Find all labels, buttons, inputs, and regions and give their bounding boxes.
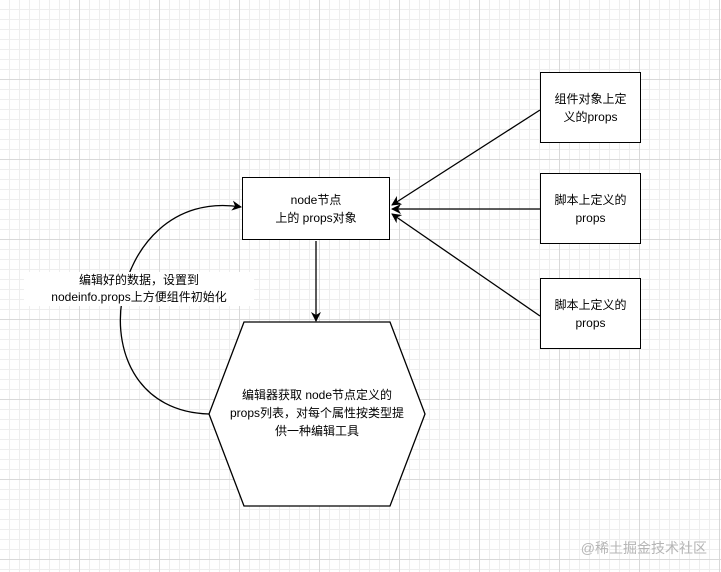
- editor-hexagon-shape: [208, 321, 426, 507]
- script-props-node-2: 脚本上定义的 props: [540, 278, 641, 349]
- loop-edge-label-line2: nodeinfo.props上方便组件初始化: [51, 290, 227, 304]
- component-props-node-line2: 义的props: [563, 109, 618, 124]
- arrow-script2-to-node: [391, 213, 541, 317]
- component-props-node-line1: 组件对象上定: [554, 91, 627, 106]
- loop-edge-label-line1: 编辑好的数据，设置到: [78, 273, 199, 287]
- script-props-node-1: 脚本上定义的 props: [540, 173, 641, 244]
- component-props-node: 组件对象上定 义的props: [540, 72, 641, 143]
- editor-hexagon-label: 编辑器获取 node节点定义的 props列表，对每个属性按类型提 供一种编辑工…: [212, 386, 422, 440]
- arrow-component-to-node: [391, 109, 541, 206]
- editor-hexagon-line2: props列表，对每个属性按类型提: [229, 406, 405, 420]
- script-props-node-2-line1: 脚本上定义的: [554, 297, 627, 312]
- script-props-node-1-line2: props: [575, 210, 606, 225]
- loop-edge-label: 编辑好的数据，设置到 nodeinfo.props上方便组件初始化: [24, 272, 254, 306]
- script-props-node-2-line2: props: [575, 315, 606, 330]
- editor-hexagon-line1: 编辑器获取 node节点定义的: [241, 388, 393, 402]
- watermark: @稀土掘金技术社区: [580, 540, 707, 556]
- props-object-node: node节点 上的 props对象: [242, 177, 390, 240]
- editor-hexagon-line3: 供一种编辑工具: [274, 424, 359, 438]
- props-object-node-line1: node节点: [290, 192, 342, 207]
- props-object-node-line2: 上的 props对象: [275, 210, 357, 225]
- script-props-node-1-line1: 脚本上定义的: [554, 192, 627, 207]
